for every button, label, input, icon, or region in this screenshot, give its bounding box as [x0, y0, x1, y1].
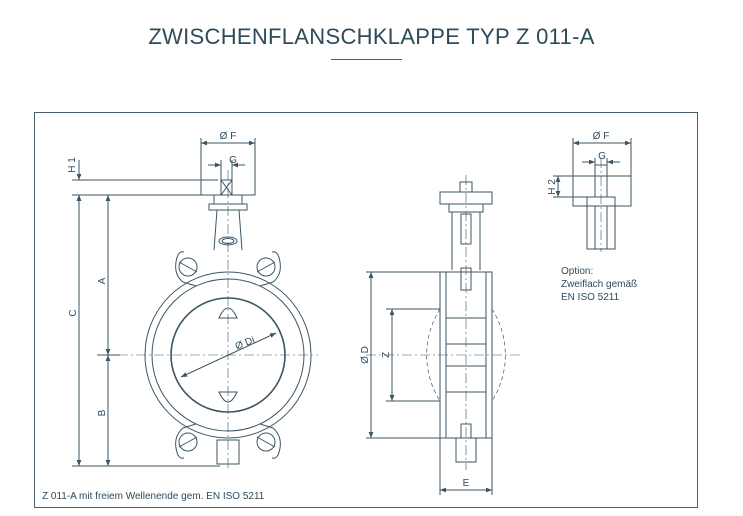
label-phi-di: Ø Di — [234, 335, 257, 353]
upper-lugs — [175, 251, 281, 287]
lower-lugs — [175, 423, 281, 459]
disc-hub-top — [218, 307, 238, 319]
top-flange-box — [200, 142, 256, 196]
drawing-title: ZWISCHENFLANSCHKLAPPE TYP Z 011-A — [148, 24, 595, 49]
front-dimensions — [72, 138, 256, 467]
title-underline — [331, 59, 402, 60]
di-dimension-line — [180, 332, 277, 378]
side-neck — [451, 212, 481, 270]
label-c: C — [68, 309, 79, 316]
lug-hole-top-left — [178, 257, 198, 277]
label-b: B — [97, 409, 108, 416]
label-phi-d: Ø D — [360, 346, 371, 364]
label-g: G — [229, 155, 237, 166]
drawing-caption: Z 011-A mit freiem Wellenende gem. EN IS… — [42, 491, 265, 502]
lug-hole-top-right — [256, 257, 276, 277]
drawing-frame — [34, 112, 698, 508]
label-e: E — [463, 478, 470, 489]
label-h2: H 2 — [547, 179, 558, 195]
disc-hub-bottom — [218, 391, 238, 403]
valve-neck — [213, 209, 243, 251]
option-note-line-3: EN ISO 5211 — [561, 292, 620, 303]
lug-hole-bottom-left — [178, 432, 198, 452]
label-phi-f: Ø F — [220, 131, 237, 142]
label-z: Z — [381, 352, 392, 358]
side-dimensions — [366, 271, 493, 495]
detail-neck — [586, 196, 616, 250]
label-phi-f-detail: Ø F — [593, 131, 610, 142]
front-view — [118, 142, 318, 470]
side-view — [366, 175, 520, 470]
option-note-line-1: Option: — [561, 266, 593, 277]
lug-hole-bottom-right — [256, 432, 276, 452]
label-h1: H 1 — [67, 157, 78, 173]
option-note-line-2: Zweiflach gemäß — [561, 279, 637, 290]
label-g-detail: G — [598, 151, 606, 162]
detail-flange — [572, 175, 632, 207]
label-a: A — [97, 277, 108, 284]
option-detail — [553, 138, 632, 252]
